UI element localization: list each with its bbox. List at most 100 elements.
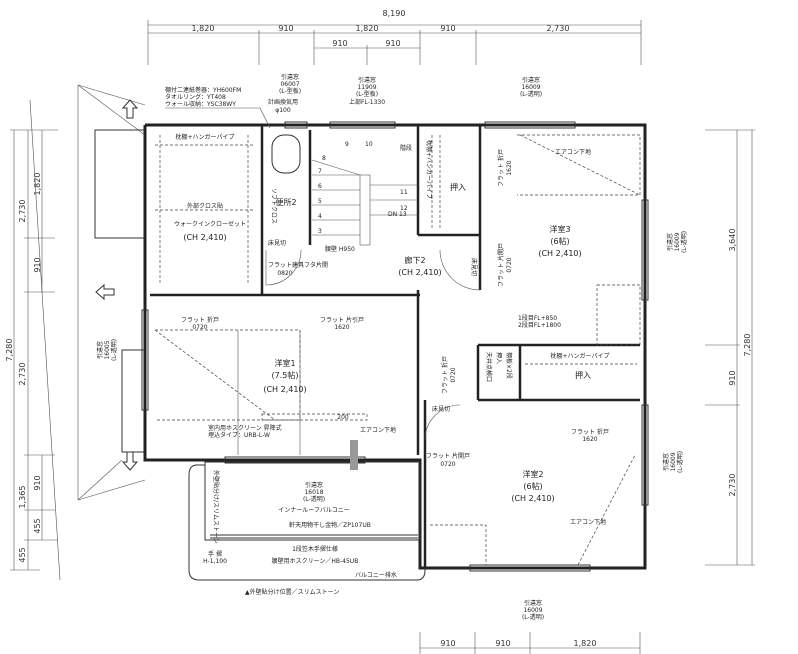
step-number: 12: [400, 205, 408, 212]
shelf-note: 1段目FL+850: [518, 314, 557, 322]
dim: 910: [332, 39, 347, 48]
window-label: 16009: [521, 84, 540, 91]
handrail-note: 手 摺: [208, 550, 222, 558]
dim: 910: [385, 39, 400, 48]
ceiling-height: (CH 2,410): [511, 494, 554, 503]
left-dimensions: 7,280 2,730 2,730 1,365 455 1,820 910 91…: [5, 99, 61, 581]
step-number: 8: [322, 155, 326, 162]
step-number: 5: [318, 198, 322, 205]
dim: 2,730: [547, 24, 570, 33]
hos-note: 腰壁用ホスクリーン／HB-45UB: [272, 557, 359, 565]
window-label: 引違窓: [281, 73, 299, 81]
arrow-icon: [95, 99, 139, 471]
dim: 455: [18, 547, 27, 562]
window-label: 11909: [357, 84, 376, 91]
step-number: 9: [345, 141, 349, 148]
accessory-note: タオルリング：YT408: [165, 93, 226, 101]
dim: 910: [33, 257, 42, 272]
inspection-note: 押入: [495, 352, 503, 364]
window-label: (L-透明): [110, 339, 118, 361]
door-label: フラット 片引戸: [320, 316, 364, 324]
door-label: フラット 片開戸: [426, 452, 470, 460]
window-label: 引違窓: [524, 599, 542, 607]
hallway: 廊下2 (CH 2,410) 床見切: [398, 249, 481, 291]
step-number: 4: [318, 213, 322, 220]
bedroom-2: フラット 折戸 0720 床見切 フラット 片開戸 0720 フラット 折戸 1…: [424, 356, 636, 566]
closet-3: 枕棚+ハンガーパイプ 押入 天井点検口 押入 棚板×2段: [485, 352, 637, 382]
door-label: フラット 折戸: [497, 149, 505, 187]
hos-note: 室内用ホスクリーン 昇降式: [208, 424, 282, 432]
shelf-note: 2段目FL+1800: [518, 321, 561, 329]
window-label: 引違窓: [96, 341, 104, 359]
staircase: 階段 3 4 5 6 7 8 9 10 11 12 DN 13 腰壁 H950: [311, 141, 418, 253]
step-number: 7: [318, 168, 322, 175]
window-label: (L-透明): [680, 231, 688, 253]
bedroom-3: エアコン下地 洋室3 (6帖) (CH 2,410) フラット 折戸 1620 …: [497, 134, 641, 346]
accessory-notes: 棚付二連紙巻器：YH600FM タオルリング：YT408 ウォール収納：YSC3…: [165, 86, 298, 129]
inspection-note: 棚板×2段: [505, 352, 513, 379]
dim: 2,730: [18, 363, 27, 386]
down-label: DN 13: [388, 211, 407, 218]
floor-trim: 床見切: [432, 405, 450, 413]
door-label: 0820: [277, 270, 292, 277]
window-label: 16009: [674, 232, 681, 251]
shelf-note: 枕棚+ハンガーパイプ: [176, 133, 235, 141]
window-label: 16009: [670, 452, 677, 471]
dim: 2,730: [728, 474, 737, 497]
dim: 910: [440, 24, 455, 33]
dim: 910: [278, 24, 293, 33]
vent-note: 計画換気用: [268, 98, 298, 106]
balcony: インナールーフバルコニー 軒天用物干し金物／ZP107UB 1段笠木手摺仕様 腰…: [203, 470, 418, 596]
bottom-dimensions: 910 910 1,820: [419, 632, 641, 654]
ac-note: エアコン下地: [360, 426, 396, 434]
room-size: (7.5帖): [272, 370, 299, 380]
room-size: (6帖): [550, 236, 569, 246]
rail-note: 1段笠木手摺仕様: [292, 545, 338, 553]
dim-total: 7,280: [5, 339, 14, 362]
window-label: 引違窓: [666, 233, 674, 251]
dim: 1,820: [33, 173, 42, 196]
shelf-note: 枕棚+ハンガーパイプ: [551, 352, 610, 360]
dim: 1,820: [356, 24, 379, 33]
door-label: フラット 片開戸: [497, 243, 505, 287]
vent-note: φ100: [275, 107, 291, 114]
window-label: (L-透明): [676, 451, 684, 473]
inspection-note: 天井点検口: [485, 352, 493, 382]
window-label: 引違窓: [358, 76, 376, 84]
dim: 455: [33, 518, 42, 533]
dim-total: 7,280: [743, 334, 752, 357]
dim: 1,820: [574, 639, 597, 648]
handrail-note: H-1,100: [203, 558, 227, 565]
ceiling-height: (CH 2,410): [183, 233, 226, 242]
ac-note: エアコン下地: [570, 518, 606, 526]
soft-close-note: ソフトクロス: [270, 188, 277, 224]
stone-note: ▲外壁貼分け位置／スリムストーン: [245, 588, 339, 596]
window-label: (L-型板): [356, 90, 378, 98]
ceiling-height: (CH 2,410): [538, 249, 581, 258]
room-size: (6帖): [523, 481, 542, 491]
storage-closet: 枕棚+ハンガーパイプ 押入: [425, 135, 466, 228]
room-name: 廊下2: [404, 255, 425, 265]
dim: 910: [33, 475, 42, 490]
dim: 3,640: [728, 229, 737, 252]
dim: 1,365: [18, 486, 27, 509]
door-label: 1620: [334, 324, 349, 331]
window-label: 引違窓: [662, 453, 670, 471]
drain-note: バルコニー排水: [355, 571, 397, 579]
window-label: (L-透明): [522, 613, 544, 621]
door-label: 0720: [192, 324, 207, 331]
bedroom-1: フラット 折戸 0720 フラット 片引戸 1620 洋室1 (7.5帖) (C…: [154, 316, 396, 470]
dim: 1,820: [192, 24, 215, 33]
top-dimensions: 8,190 1,820 910 1,820 910 2,730 910 910: [147, 9, 642, 65]
dim: 910: [495, 639, 510, 648]
right-dimensions: 3,640 910 2,730 7,280: [705, 129, 755, 566]
accessory-note: 棚付二連紙巻器：YH600FM: [165, 86, 241, 94]
dim-total: 8,190: [383, 9, 406, 18]
window-label: 16005: [104, 340, 111, 359]
room-name: 押入: [575, 370, 591, 380]
door-label: 1620: [582, 436, 597, 443]
dim: 2,730: [18, 200, 27, 223]
window-label: 16009: [523, 607, 542, 614]
dim: 910: [728, 370, 737, 385]
